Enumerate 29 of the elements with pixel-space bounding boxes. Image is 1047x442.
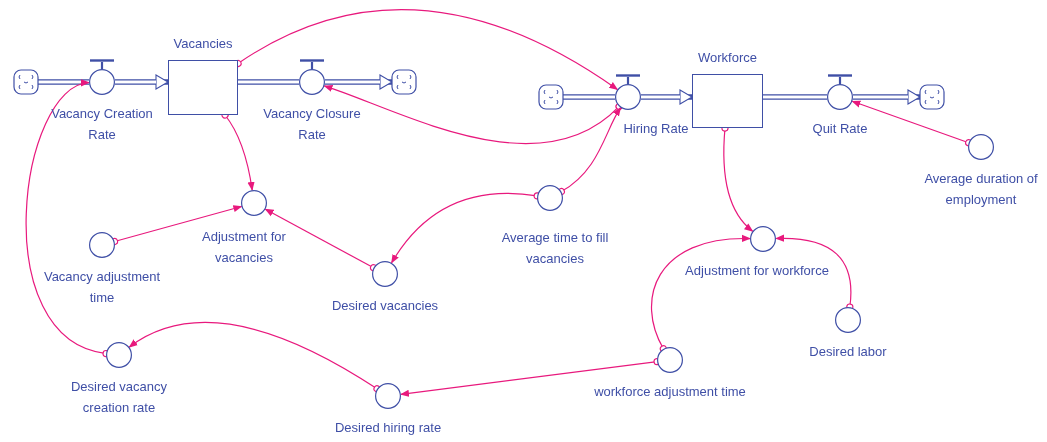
stock-label: Workforce	[698, 49, 757, 67]
variable-label: Vacancy Closure Rate	[262, 105, 362, 144]
causal-link-arrow	[557, 106, 622, 196]
variable-label: Hiring Rate	[623, 120, 689, 138]
causal-link-arrow	[323, 85, 623, 145]
variable-label: Average duration of employment	[923, 170, 1039, 209]
flow-pipe	[853, 89, 921, 105]
flow-pipe	[115, 74, 169, 90]
variable-label: Adjustment for vacancies	[201, 228, 287, 267]
variable-label: Desired hiring rate	[334, 419, 442, 437]
causal-link-arrow	[264, 208, 378, 272]
flow-pipe	[238, 79, 299, 85]
variable-label: Quit Rate	[812, 120, 868, 138]
causal-link-arrow	[651, 235, 751, 353]
variable-label: Vacancy Creation Rate	[50, 105, 154, 144]
flow-pipe	[38, 79, 89, 85]
flow-pipe	[641, 89, 693, 105]
flow-pipe	[563, 94, 615, 100]
variable-label: Desired vacancies	[331, 297, 439, 315]
stock-label: Vacancies	[173, 35, 233, 53]
variable-label: Desired labor	[809, 343, 887, 361]
variable-label: Desired vacancy creation rate	[69, 378, 169, 417]
variable-label: Average time to fill vacancies	[500, 229, 610, 268]
causal-link-arrow	[128, 322, 381, 393]
variable-label: Adjustment for workforce	[685, 262, 829, 280]
flow-pipe	[325, 74, 393, 90]
flow-pipe	[763, 94, 827, 100]
variable-label: Vacancy adjustment time	[42, 268, 162, 307]
variable-label: workforce adjustment time	[594, 383, 746, 401]
